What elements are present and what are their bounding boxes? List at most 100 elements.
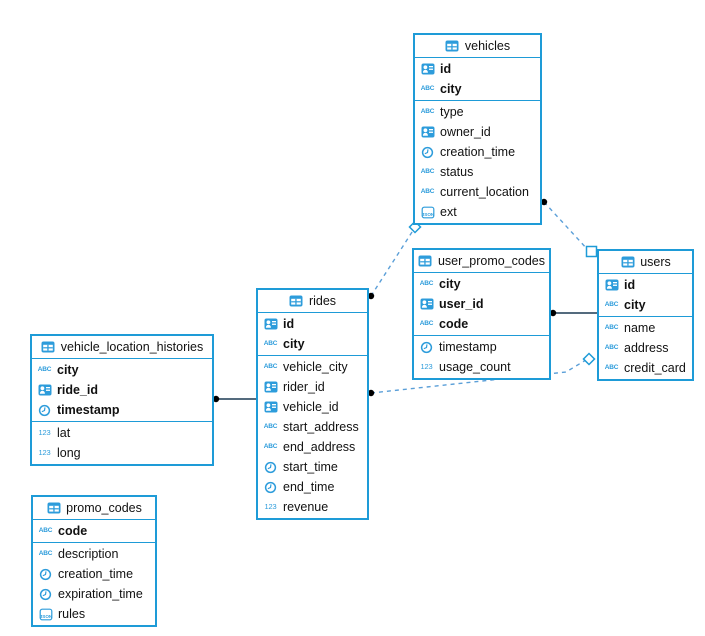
- text-type-icon: ABC: [419, 319, 434, 327]
- text-type-icon: ABC: [37, 365, 52, 373]
- column-label: usage_count: [439, 360, 511, 374]
- table-title: vehicle_location_histories: [60, 340, 204, 354]
- text-type-icon: ABC: [420, 84, 435, 92]
- column-promo_codes-creation_time[interactable]: creation_time: [33, 564, 155, 584]
- text-type-icon: ABC: [263, 442, 278, 450]
- column-vehicles-creation_time[interactable]: creation_time: [415, 142, 540, 162]
- id-badge-icon: [420, 63, 435, 75]
- table-header-users[interactable]: users: [599, 251, 692, 274]
- column-user_promo_codes-code[interactable]: ABC code: [414, 314, 549, 334]
- table-header-rides[interactable]: rides: [258, 290, 367, 313]
- column-label: name: [624, 321, 656, 335]
- column-label: description: [58, 547, 119, 561]
- column-vehicles-id[interactable]: id: [415, 59, 540, 79]
- id-badge-icon: [604, 279, 619, 291]
- column-users-id[interactable]: id: [599, 275, 692, 295]
- clock-icon: [420, 146, 435, 158]
- number-type-icon: 123: [38, 428, 51, 438]
- id-badge-icon: [419, 298, 434, 310]
- text-type-icon: ABC: [420, 167, 435, 175]
- text-type-icon: ABC: [38, 549, 53, 557]
- table-title: rides: [308, 294, 337, 308]
- column-rides-rider_id[interactable]: rider_id: [258, 377, 367, 397]
- column-rides-id[interactable]: id: [258, 314, 367, 334]
- column-label: start_time: [283, 460, 338, 474]
- columns-section: timestamp 123 usage_count: [414, 336, 549, 378]
- column-label: city: [439, 277, 461, 291]
- column-label: city: [283, 337, 305, 351]
- table-title: vehicles: [464, 39, 511, 53]
- column-vehicle_location_histories-ride_id[interactable]: ride_id: [32, 380, 212, 400]
- svg-text:JSON: JSON: [39, 614, 52, 619]
- table-header-vehicles[interactable]: vehicles: [415, 35, 540, 58]
- column-vehicle_location_histories-lat[interactable]: 123 lat: [32, 423, 212, 443]
- column-promo_codes-description[interactable]: ABC description: [33, 544, 155, 564]
- svg-text:JSON: JSON: [421, 212, 434, 217]
- column-rides-vehicle_id[interactable]: vehicle_id: [258, 397, 367, 417]
- column-label: credit_card: [624, 361, 686, 375]
- column-user_promo_codes-usage_count[interactable]: 123 usage_count: [414, 357, 549, 377]
- clock-icon: [38, 588, 53, 600]
- column-label: city: [624, 298, 646, 312]
- column-promo_codes-expiration_time[interactable]: expiration_time: [33, 584, 155, 604]
- text-type-icon: ABC: [38, 526, 53, 534]
- relationship-vehicle_location_histories-to-rides[interactable]: [212, 395, 256, 403]
- column-label: type: [440, 105, 464, 119]
- table-icon: [620, 256, 635, 268]
- number-type-icon: 123: [420, 362, 433, 372]
- column-rides-end_time[interactable]: end_time: [258, 477, 367, 497]
- column-vehicles-owner_id[interactable]: owner_id: [415, 122, 540, 142]
- column-label: code: [439, 317, 469, 331]
- column-label: start_address: [283, 420, 359, 434]
- relationship-user_promo_codes-to-users[interactable]: [549, 309, 597, 317]
- column-rides-start_time[interactable]: start_time: [258, 457, 367, 477]
- id-badge-icon: [37, 384, 52, 396]
- table-header-vehicle_location_histories[interactable]: vehicle_location_histories: [32, 336, 212, 359]
- column-label: user_id: [439, 297, 484, 311]
- table-header-user_promo_codes[interactable]: user_promo_codes: [414, 250, 549, 273]
- text-type-icon: ABC: [263, 422, 278, 430]
- text-type-icon: ABC: [420, 187, 435, 195]
- column-rides-start_address[interactable]: ABC start_address: [258, 417, 367, 437]
- column-label: lat: [57, 426, 71, 440]
- column-user_promo_codes-user_id[interactable]: user_id: [414, 294, 549, 314]
- clock-icon: [37, 404, 52, 416]
- column-label: rider_id: [283, 380, 325, 394]
- table-icon: [445, 40, 460, 52]
- column-vehicle_location_histories-timestamp[interactable]: timestamp: [32, 400, 212, 420]
- clock-icon: [263, 481, 278, 493]
- column-label: expiration_time: [58, 587, 143, 601]
- number-type-icon: 123: [264, 502, 277, 512]
- column-user_promo_codes-timestamp[interactable]: timestamp: [414, 337, 549, 357]
- table-header-promo_codes[interactable]: promo_codes: [33, 497, 155, 520]
- column-label: end_time: [283, 480, 335, 494]
